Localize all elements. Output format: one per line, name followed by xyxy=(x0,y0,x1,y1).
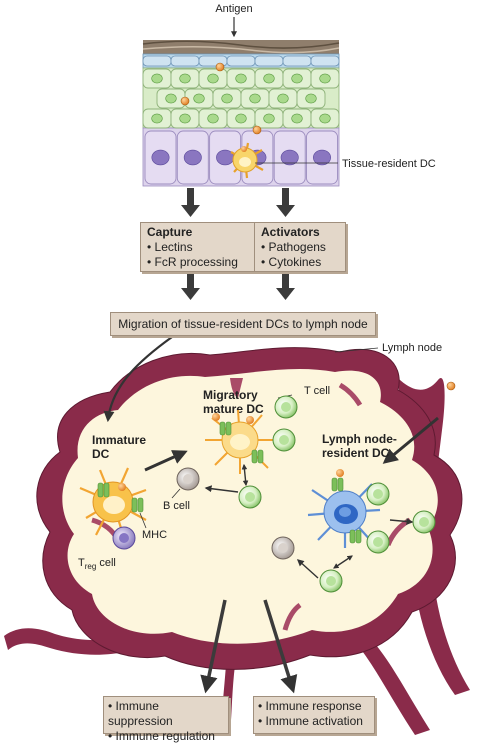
outcome-left-box: Immune suppression Immune regulation xyxy=(103,696,229,743)
lymph-node-resident-dc xyxy=(307,469,381,548)
cell-nucleus xyxy=(319,113,331,124)
surface-cell xyxy=(170,55,200,67)
tissue-resident-dc-label: Tissue-resident DC xyxy=(342,158,436,170)
cell-nucleus xyxy=(207,113,219,124)
cell-nucleus xyxy=(319,73,331,84)
cell-nucleus xyxy=(235,113,247,124)
migration-text: Migration of tissue-resident DCs to lymp… xyxy=(118,317,368,331)
cell-nucleus xyxy=(221,93,233,104)
cell-nucleus xyxy=(207,73,219,84)
t-cell xyxy=(412,510,436,534)
antigen-label: Antigen xyxy=(215,3,252,15)
migration-box: Migration of tissue-resident DCs to lymp… xyxy=(110,312,376,336)
cell-nucleus xyxy=(249,93,261,104)
cell-nucleus xyxy=(179,73,191,84)
outcome-left-item: Immune suppression xyxy=(108,699,224,729)
activators-box: Activators Pathogens Cytokines xyxy=(254,222,346,272)
b-cell xyxy=(176,467,200,491)
antigen-particle xyxy=(252,125,262,135)
cell-nucleus xyxy=(151,73,163,84)
b-cell xyxy=(271,536,295,560)
migratory-mature-dc xyxy=(205,409,275,474)
cell-nucleus xyxy=(291,73,303,84)
surface-cell xyxy=(282,55,312,67)
flow-arrows xyxy=(181,188,295,300)
capture-item: Lectins xyxy=(147,240,251,255)
cell-nucleus xyxy=(313,149,331,166)
b-cells xyxy=(176,467,295,560)
cell-nucleus xyxy=(235,73,247,84)
treg-label: Treg cell xyxy=(78,557,116,571)
t-cell xyxy=(238,485,262,509)
lymph-node-resident-dc-label: Lymph node- resident DC xyxy=(322,432,400,460)
t-cell xyxy=(366,530,390,554)
capture-box: Capture Lectins FcR processing xyxy=(140,222,258,272)
treg-cell xyxy=(112,526,136,550)
cell-nucleus xyxy=(179,113,191,124)
cell-nucleus xyxy=(193,93,205,104)
surface-cell xyxy=(226,55,256,67)
immature-dc xyxy=(79,467,147,539)
cell-nucleus xyxy=(165,93,177,104)
antigen-particle xyxy=(446,381,456,391)
tissue-resident-dc xyxy=(230,142,264,179)
surface-cell xyxy=(310,55,340,67)
antigen-particle xyxy=(215,62,225,72)
cell-nucleus xyxy=(151,113,163,124)
outcome-left-item: Immune regulation xyxy=(108,729,224,744)
cell-nucleus xyxy=(280,149,299,166)
cell-nucleus xyxy=(151,149,170,166)
immature-dc-label: Immature DC xyxy=(92,433,149,461)
outcome-right-item: Immune activation xyxy=(258,714,370,729)
cell-nucleus xyxy=(291,113,303,124)
antigen-particle xyxy=(180,96,190,106)
surface-cell xyxy=(142,55,172,67)
cell-nucleus xyxy=(263,73,275,84)
cell-nucleus xyxy=(277,93,289,104)
capture-title: Capture xyxy=(147,225,193,239)
t-cell xyxy=(274,395,298,419)
t-cells xyxy=(238,395,436,593)
outcome-right-box: Immune response Immune activation xyxy=(253,696,375,734)
cell-nucleus xyxy=(183,149,202,166)
outcome-arrows xyxy=(200,599,298,694)
t-cell xyxy=(366,482,390,506)
t-cell-label: T cell xyxy=(304,385,330,397)
mhc-label: MHC xyxy=(142,529,167,541)
activators-item: Pathogens xyxy=(261,240,339,255)
cell-nucleus xyxy=(305,93,317,104)
capture-item: FcR processing xyxy=(147,255,251,270)
b-cell-label: B cell xyxy=(163,500,190,512)
lymph-node-label: Lymph node xyxy=(382,342,442,354)
t-cell xyxy=(272,428,296,452)
surface-cell xyxy=(254,55,284,67)
outcome-right-item: Immune response xyxy=(258,699,370,714)
cell-nucleus xyxy=(263,113,275,124)
t-cell xyxy=(319,569,343,593)
activators-item: Cytokines xyxy=(261,255,339,270)
migratory-dc-label: Migratory mature DC xyxy=(203,388,264,416)
activators-title: Activators xyxy=(261,225,320,239)
